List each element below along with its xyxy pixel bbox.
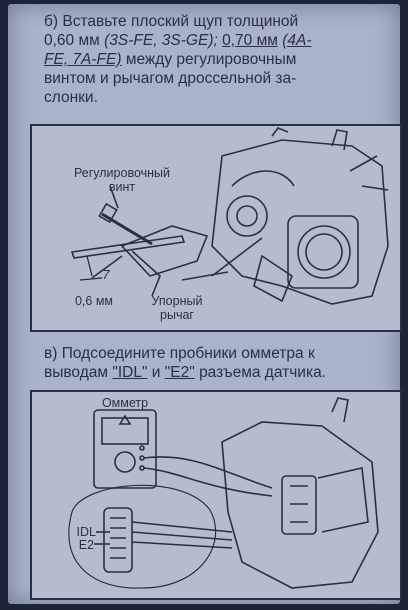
step-v-line-1: в) Подсоедините пробники омметра к <box>44 344 400 363</box>
step-b-line-4: винтом и рычагом дроссельной за- <box>44 70 297 87</box>
manual-page: б) Вставьте плоский щуп толщиной 0,60 мм… <box>8 4 402 604</box>
step-b-text-2: между регулировочным <box>125 51 297 68</box>
models-4a-start: (4A- <box>282 32 312 49</box>
stop-lever-label: Упорный рычаг <box>132 294 222 322</box>
step-b-text-1: Вставьте плоский щуп толщиной <box>62 13 299 30</box>
figure-throttle-gap: Регулировочный винт 0,6 мм 7 Упорный рыч… <box>30 124 402 332</box>
terminal-idl-label: IDL <box>76 525 96 539</box>
figure-ohmmeter: Омметр IDL E2 <box>30 390 402 600</box>
models-3s: (3S-FE, 3S-GE); <box>104 32 218 49</box>
step-b-marker: б) <box>44 13 59 30</box>
adjusting-screw-label: Регулировочный винт <box>62 166 182 194</box>
step-b-line-1: б) Вставьте плоский щуп толщиной <box>44 12 400 31</box>
step-v-paragraph: в) Подсоедините пробники омметра к вывод… <box>44 344 400 382</box>
step-b-line-2: 0,60 мм (3S-FE, 3S-GE); 0,70 мм (4A- <box>44 31 400 50</box>
models-4a-end: FE, 7A-FE) <box>44 51 122 68</box>
step-v-and: и <box>151 364 161 381</box>
adjusting-screw-label-2: винт <box>108 180 136 194</box>
term-e2: "E2" <box>164 364 195 381</box>
step-v-marker: в) <box>44 345 58 362</box>
step-b-paragraph: б) Вставьте плоский щуп толщиной 0,60 мм… <box>44 12 400 107</box>
step-v-line-2: выводам "IDL" и "E2" разъема датчика. <box>44 363 400 382</box>
step-b-line-3: FE, 7A-FE) между регулировочным <box>44 50 400 69</box>
thickness-060: 0,60 мм <box>44 32 100 49</box>
step-v-text-2b: разъема датчика. <box>199 364 326 381</box>
step-v-text-1: Подсоедините пробники омметра к <box>61 345 315 362</box>
adjusting-screw-label-1: Регулировочный <box>73 166 170 180</box>
ohmmeter-label: Омметр <box>101 396 149 410</box>
step-b-line-5: слонки. <box>44 89 98 106</box>
stop-lever-label-1: Упорный <box>151 294 203 308</box>
throttle-drawing <box>70 127 389 305</box>
step-v-text-2a: выводам <box>44 364 109 381</box>
thickness-070: 0,70 мм <box>222 32 278 49</box>
handwritten-mark: 7 <box>102 267 110 282</box>
terminal-e2-label: E2 <box>78 538 94 552</box>
stop-lever-label-2: рычаг <box>160 308 194 322</box>
term-idl: "IDL" <box>112 364 148 381</box>
ohmmeter-drawing <box>68 397 379 589</box>
gap-label: 0,6 мм <box>74 294 114 308</box>
